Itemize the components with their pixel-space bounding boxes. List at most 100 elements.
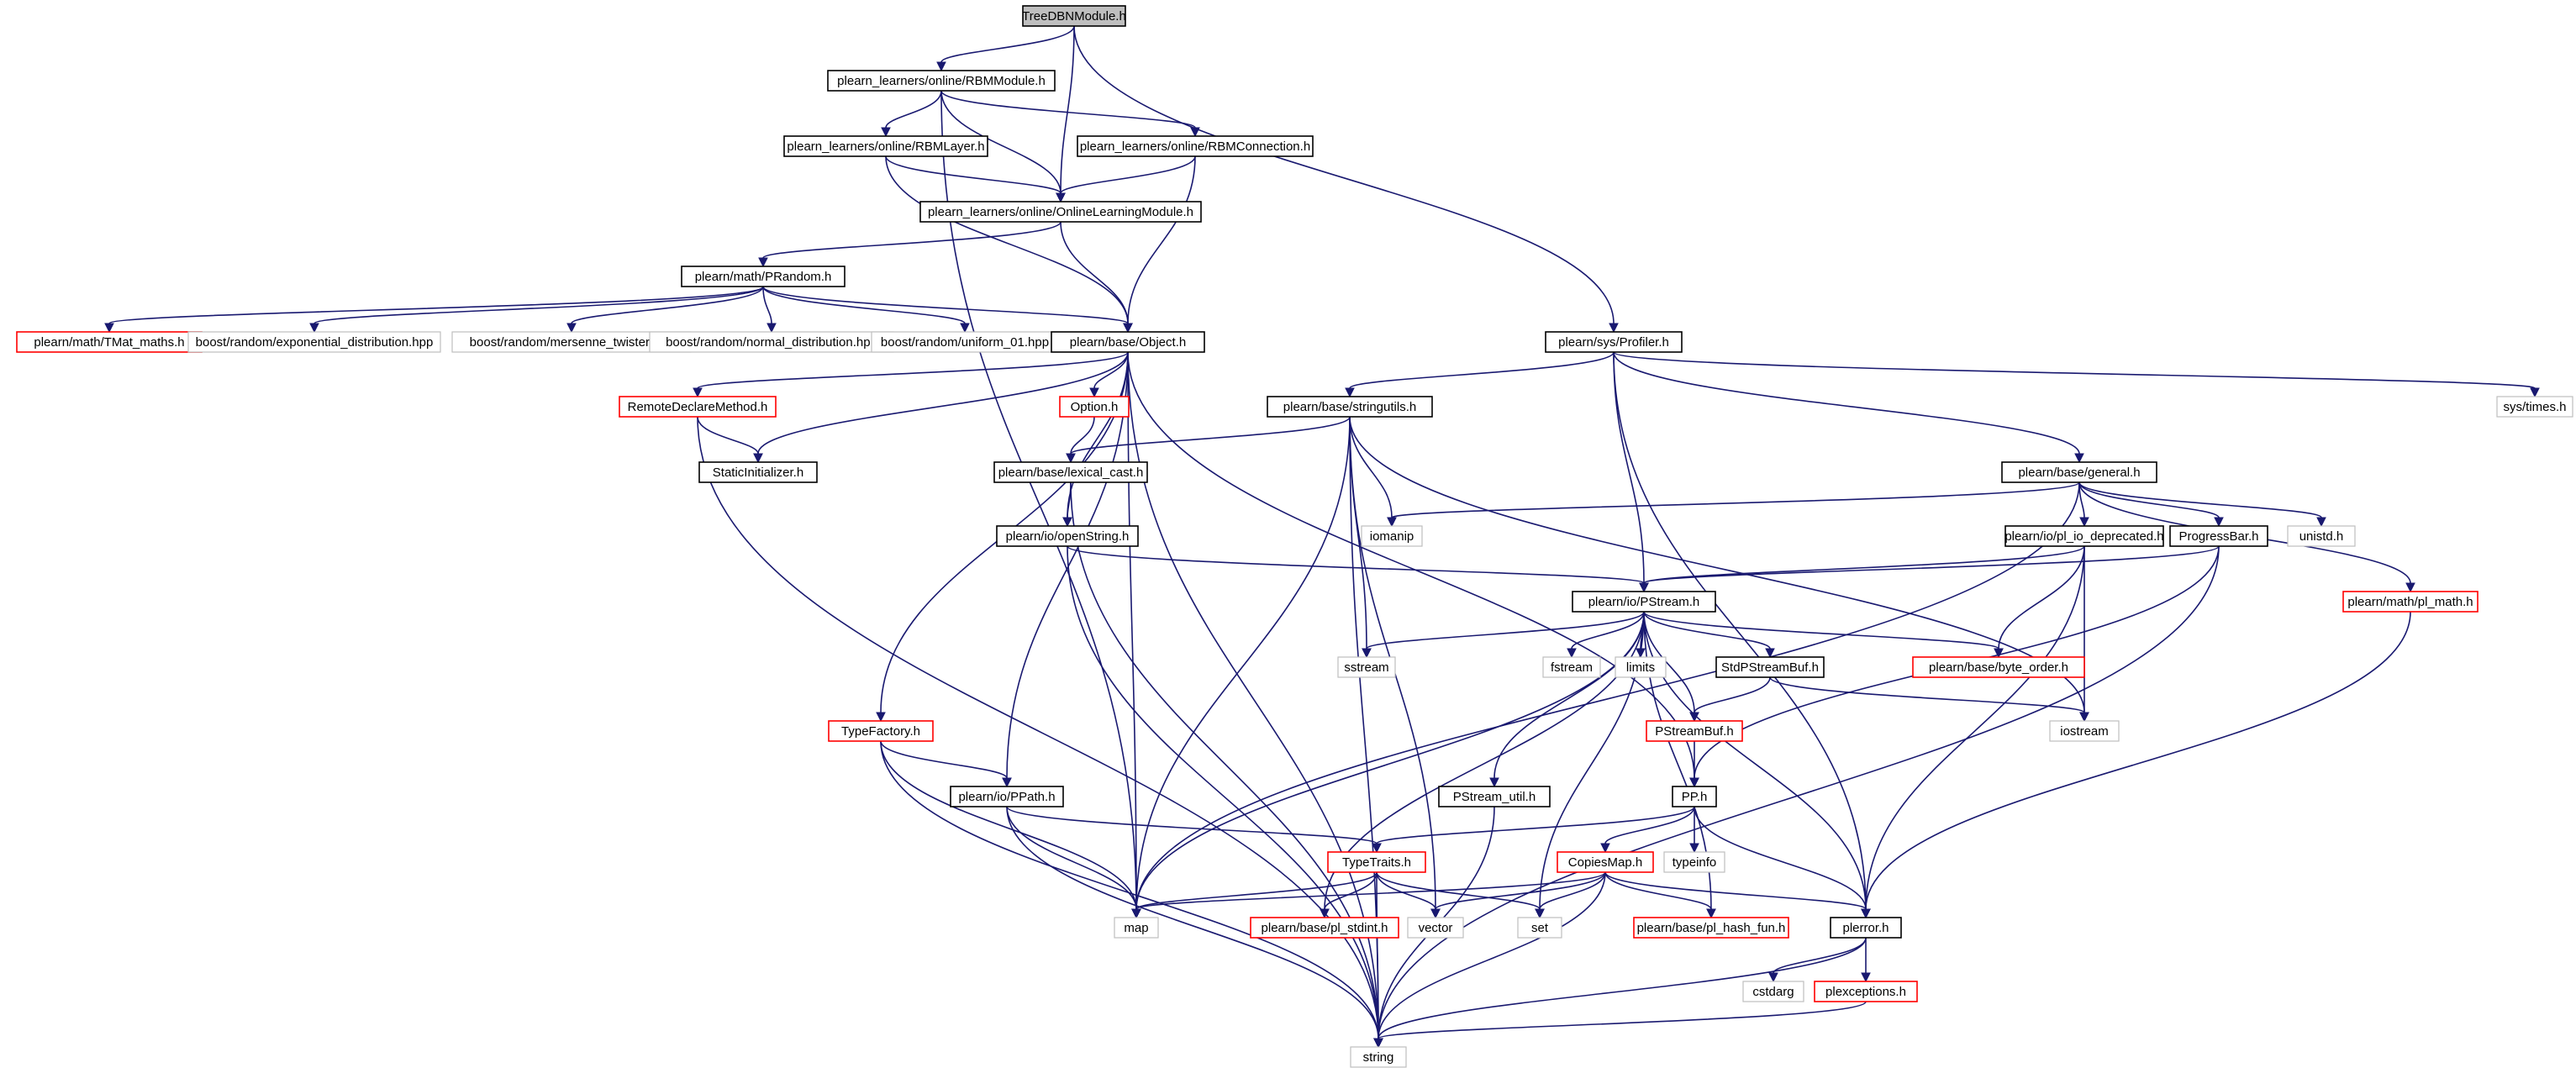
node-box [1350,1046,1407,1068]
node-label: set [1531,921,1549,935]
node-plearn-base-lexical-cast-h[interactable]: plearn/base/lexical_cast.h [993,461,1148,483]
edge-arrowhead [1345,387,1355,398]
edge-arrowhead [1131,908,1141,919]
node-plearn-io-openstring-h[interactable]: plearn/io/openString.h [996,525,1139,547]
edge-prandom-to-tmat [108,286,764,324]
node-plearn-sys-profiler-h[interactable]: plearn/sys/Profiler.h [1545,331,1683,353]
node-box [1022,5,1126,27]
edge-arrowhead [1600,843,1610,854]
node-label: boost/random/exponential_distribution.hp… [196,335,434,350]
edge-object-to-pp [1127,351,1695,779]
node-box [698,461,818,483]
edge-arrowhead [1089,387,1099,398]
node-plearn-base-pl-hash-fun-h[interactable]: plearn/base/pl_hash_fun.h [1633,917,1789,939]
node-box [1830,917,1902,939]
node-sys-times-h: sys/times.h [2496,396,2573,418]
edge-pstream-to-sstream [1366,611,1645,650]
edge-copiesmap-to-plerror [1604,871,1867,910]
node-box [1250,917,1399,939]
node-plearn-io-pstream-h[interactable]: plearn/io/PStream.h [1572,591,1716,613]
edge-olm-to-object [1060,221,1129,324]
node-label: plearn/io/PPath.h [958,790,1055,804]
node-plearn-learners-online-rbmlayer-h[interactable]: plearn_learners/online/RBMLayer.h [783,135,988,157]
node-label: string [1363,1050,1394,1065]
node-box [2049,720,2120,742]
node-label: sys/times.h [2503,400,2566,414]
edge-rbmlayer-to-object [885,155,1129,324]
node-label: RemoteDeclareMethod.h [628,400,768,414]
edge-typefactory-to-map [880,740,1137,910]
edge-object-to-option [1093,351,1129,389]
edge-prandom-to-object [762,286,1129,324]
node-typefactory-h[interactable]: TypeFactory.h [828,720,934,742]
node-label: cstdarg [1752,985,1794,999]
node-plearn-math-tmat-maths-h[interactable]: plearn/math/TMat_maths.h [16,331,203,353]
node-label: Option.h [1071,400,1119,414]
node-box [1267,396,1433,418]
node-pp-h[interactable]: PP.h [1672,786,1717,807]
node-boost-random-normal-distribution-hpp: boost/random/normal_distribution.hpp [649,331,894,353]
node-plearn-base-object-h[interactable]: plearn/base/Object.h [1051,331,1205,353]
node-plearn-base-byte-order-h[interactable]: plearn/base/byte_order.h [1912,656,2085,678]
edge-arrowhead [1002,777,1012,788]
edge-plerror-to-string [1378,937,1867,1039]
node-plearn-base-general-h[interactable]: plearn/base/general.h [2001,461,2157,483]
node-pstream-util-h[interactable]: PStream_util.h [1438,786,1551,807]
edge-typetraits-to-stdint [1324,871,1378,910]
edge-typetraits-to-vector [1376,871,1436,910]
node-option-h[interactable]: Option.h [1059,396,1130,418]
edge-arrowhead [1190,127,1200,138]
node-plearn-io-pl-io-deprecated-h[interactable]: plearn/io/pl_io_deprecated.h [2004,525,2164,547]
node-plearn-learners-online-onlinelearningmodule-h[interactable]: plearn_learners/online/OnlineLearningMod… [919,201,1202,223]
node-remotedeclaremethod-h[interactable]: RemoteDeclareMethod.h [619,396,777,418]
node-label: unistd.h [2299,529,2344,544]
edge-rbmconn-to-object [1127,155,1196,324]
node-box [1407,917,1464,939]
node-plearn-math-prandom-h[interactable]: plearn/math/PRandom.h [681,266,845,287]
node-staticinitializer-h[interactable]: StaticInitializer.h [698,461,818,483]
node-cstdarg: cstdarg [1742,981,1804,1002]
node-box [1337,656,1396,678]
node-progressbar-h[interactable]: ProgressBar.h [2169,525,2268,547]
node-set: set [1517,917,1562,939]
edge-arrowhead [1372,843,1382,854]
edge-general-to-iomanip [1391,481,2080,518]
edge-stringutils-to-lexical [1070,416,1351,455]
edge-rbmmodule-to-rbmconn [940,90,1196,129]
node-treedbnmodule-h[interactable]: TreeDBNModule.h [1022,5,1126,27]
node-plearn-base-stringutils-h[interactable]: plearn/base/stringutils.h [1267,396,1433,418]
node-label: plerror.h [1842,921,1889,935]
node-plearn-learners-online-rbmconnection-h[interactable]: plearn_learners/online/RBMConnection.h [1077,135,1314,157]
node-label: iomanip [1370,529,1414,544]
edge-general-to-unistd [2078,481,2322,518]
edge-stdpsb-to-psb [1694,676,1771,713]
node-box [950,786,1064,807]
edge-pp-to-typetraits [1376,806,1695,844]
node-label: plearn/base/stringutils.h [1283,400,1416,414]
edge-arrowhead [1765,648,1775,659]
edge-profiler-to-systimes [1613,351,2536,389]
edge-copiesmap-to-hashfun [1604,871,1712,910]
node-typetraits-h[interactable]: TypeTraits.h [1327,851,1426,873]
node-box [681,266,845,287]
edge-arrowhead [104,323,114,334]
edge-arrowhead [1639,582,1649,593]
node-stdpstreambuf-h[interactable]: StdPStreamBuf.h [1715,656,1825,678]
edge-pp-to-plerror [1694,806,1867,910]
edge-typefactory-to-ppath [880,740,1008,779]
node-label: plearn/base/byte_order.h [1929,660,2068,675]
node-plearn-math-pl-math-h[interactable]: plearn/math/pl_math.h [2342,591,2479,613]
edge-arrowhead [1768,972,1778,983]
edge-pstream-to-byteorder [1643,611,1999,650]
node-copiesmap-h[interactable]: CopiesMap.h [1557,851,1654,873]
node-plerror-h[interactable]: plerror.h [1830,917,1902,939]
node-box [1051,331,1205,353]
node-plearn-base-pl-stdint-h[interactable]: plearn/base/pl_stdint.h [1250,917,1399,939]
node-pstreambuf-h[interactable]: PStreamBuf.h [1646,720,1743,742]
edge-arrowhead [1861,908,1871,919]
edge-arrowhead [758,257,768,268]
node-plearn-learners-online-rbmmodule-h[interactable]: plearn_learners/online/RBMModule.h [827,70,1056,92]
node-plexceptions-h[interactable]: plexceptions.h [1814,981,1918,1002]
node-plearn-io-ppath-h[interactable]: plearn/io/PPath.h [950,786,1064,807]
edge-typetraits-to-set [1376,871,1541,910]
